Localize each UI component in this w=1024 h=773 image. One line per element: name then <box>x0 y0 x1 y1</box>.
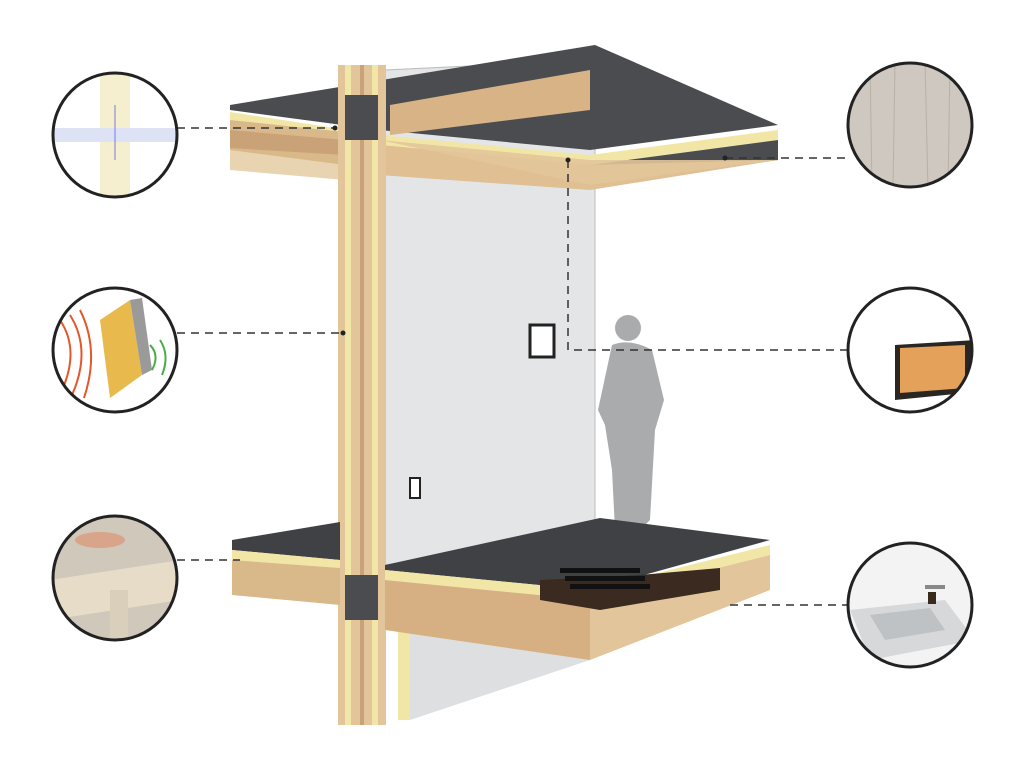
callout-connection-detail <box>51 71 179 199</box>
floor-slab <box>232 518 770 660</box>
leader-lines <box>177 127 848 606</box>
callout-charred-timber <box>846 286 974 414</box>
light-switch <box>528 323 556 359</box>
callout-acoustic-panel <box>51 286 179 414</box>
callout-wood-texture <box>846 61 974 189</box>
ceiling-slab <box>230 45 778 190</box>
timber-column <box>338 65 410 725</box>
leader-dots <box>332 125 728 336</box>
callout-assembly-photo <box>51 514 179 642</box>
callout-stone-sink <box>846 541 974 669</box>
person-silhouette-icon <box>598 315 664 530</box>
power-outlet <box>409 477 421 499</box>
